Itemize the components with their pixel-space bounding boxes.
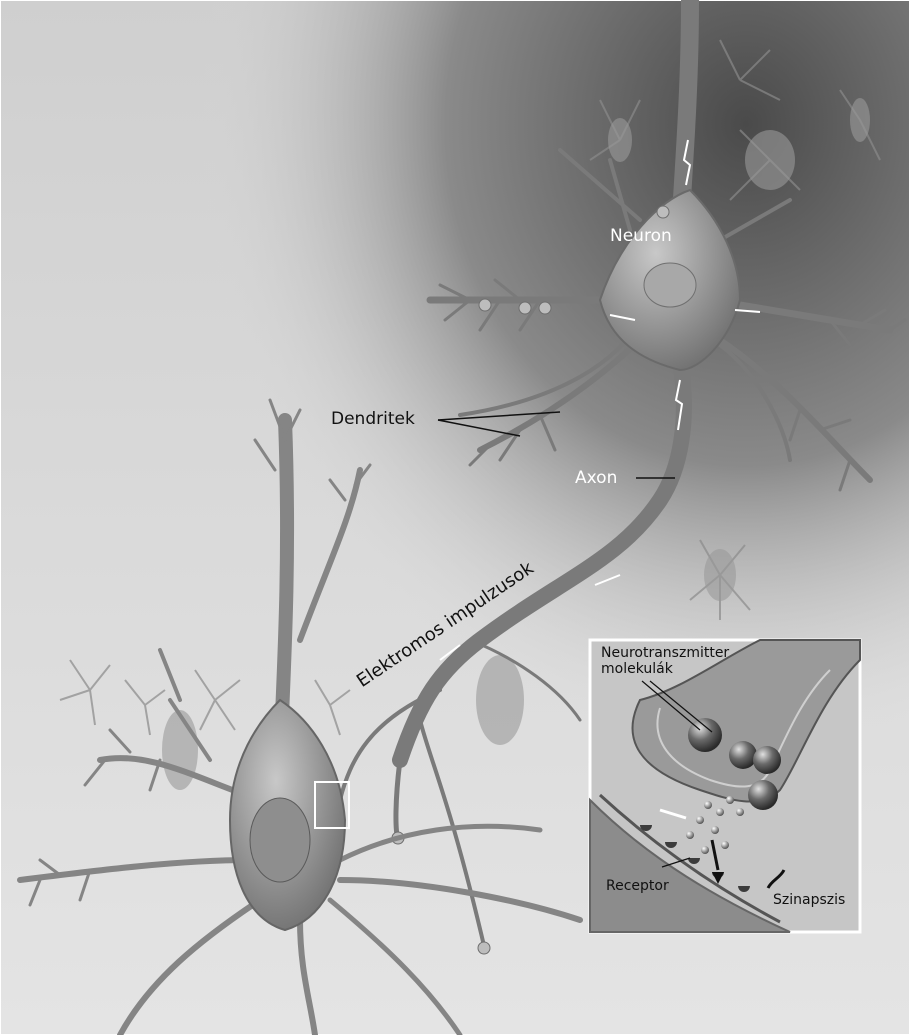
neurotransmitter-label-line2: molekulák [601, 661, 729, 677]
axon-label: Axon [575, 470, 617, 487]
vesicle [748, 780, 778, 810]
receptor-label: Receptor [606, 878, 669, 894]
neurotransmitter-label: Neurotranszmitter molekulák [601, 645, 729, 677]
vesicle [753, 746, 781, 774]
neurotransmitter-label-line1: Neurotranszmitter [601, 645, 729, 661]
vesicle [729, 741, 757, 769]
synapse-label: Szinapszis [773, 892, 845, 908]
dendrites-label: Dendritek [331, 411, 415, 428]
vesicle [688, 718, 722, 752]
neuron-label: Neuron [610, 228, 672, 245]
